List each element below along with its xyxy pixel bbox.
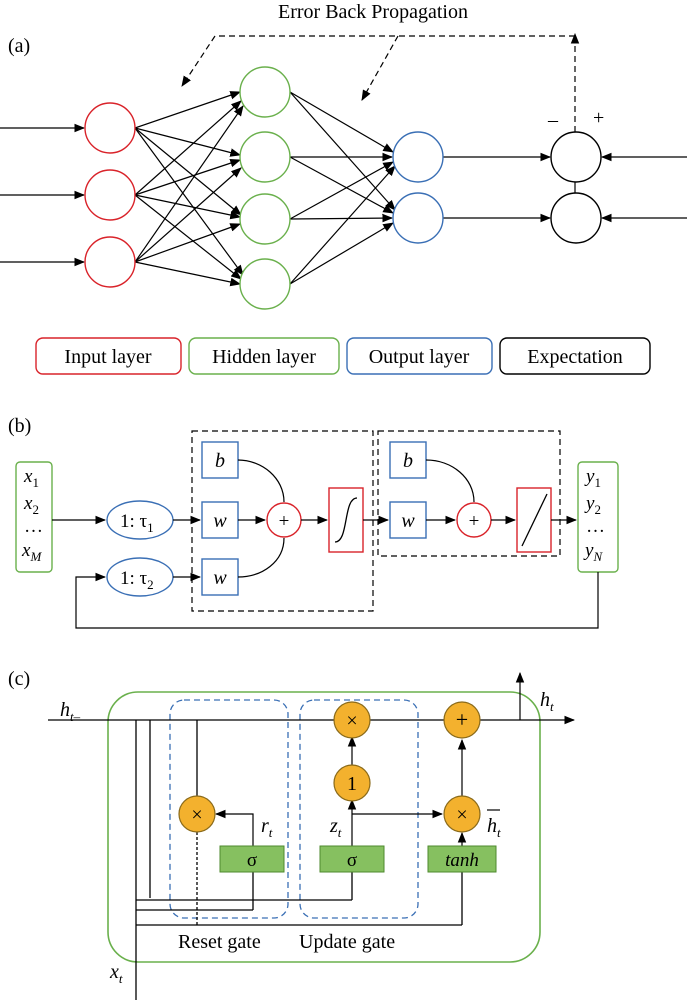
legend-hidden-label: Hidden layer	[212, 346, 316, 368]
legend-output-label: Output layer	[369, 346, 470, 368]
reset-sigma-box	[219, 845, 285, 873]
output-y1: y1	[584, 466, 601, 490]
x-t-label: xt	[109, 961, 123, 986]
h-t-label: ht	[540, 689, 554, 714]
update-multiply-label: ×	[346, 710, 357, 732]
hidden-bias-label: b	[215, 450, 225, 472]
expectation-node	[550, 192, 602, 244]
h-prev-label: ht–	[60, 699, 81, 724]
output-node	[392, 192, 444, 244]
panel-a-label: (a)	[8, 35, 30, 57]
linear-transfer-icon	[521, 493, 548, 547]
h-tilde-label: ht	[487, 809, 501, 840]
hidden-sum-label: +	[279, 511, 290, 532]
legend-input-label: Input layer	[64, 346, 152, 368]
input-node	[84, 169, 136, 221]
sigmoid-curve-icon	[334, 497, 358, 543]
input-layer-nodes	[84, 102, 136, 288]
legend: Input layer Hidden layer Output layer Ex…	[35, 337, 651, 375]
candidate-multiply-node	[443, 795, 481, 833]
reset-gate-label: Reset gate	[178, 931, 261, 953]
update-gate-box	[299, 699, 419, 919]
hidden-bias-box	[201, 441, 239, 479]
z-t-label: zt	[329, 815, 342, 840]
input-arrows	[0, 123, 86, 267]
panel-a: (a) Error Back Propagation	[0, 1, 687, 375]
panel-b: (b) x1 x2 … xM y1 y2 … yN 1: τ1 1: τ2 b …	[8, 415, 619, 629]
output-sum-label: +	[469, 511, 480, 532]
output-weight-box	[389, 501, 427, 539]
minus-sign: –	[547, 109, 559, 131]
panel-b-label: (b)	[8, 415, 31, 437]
input-vector-box	[15, 461, 53, 573]
update-sigma-label: σ	[347, 850, 357, 871]
feedback-delay-label: 1: τ2	[120, 568, 154, 592]
hidden-node	[239, 131, 291, 183]
output-weight-label: w	[401, 510, 415, 532]
update-multiply-node	[333, 701, 371, 739]
update-sigma-box	[319, 845, 385, 873]
output-bias-label: b	[403, 450, 413, 472]
tanh-label: tanh	[445, 850, 479, 871]
output-node	[392, 131, 444, 183]
one-minus-node	[333, 764, 371, 802]
input-xm: xM	[21, 540, 42, 564]
legend-input-box	[35, 337, 182, 375]
legend-expectation-label: Expectation	[527, 346, 623, 368]
gru-cell-boundary	[107, 691, 541, 963]
candidate-multiply-label: ×	[456, 804, 467, 826]
panel-c-wires	[48, 671, 576, 1000]
input-hidden-connections	[134, 91, 244, 287]
input-delay-label: 1: τ1	[120, 511, 154, 535]
update-gate-label: Update gate	[299, 931, 395, 953]
panel-c-label: (c)	[8, 668, 30, 690]
hidden-output-connections	[289, 91, 396, 285]
hidden-node	[239, 258, 291, 310]
expectation-node	[550, 131, 602, 183]
output-add-label: +	[456, 707, 468, 732]
panel-c: (c) ht– ht xt	[8, 668, 576, 1000]
output-bias-box	[389, 441, 427, 479]
reset-multiply-label: ×	[191, 804, 202, 826]
input-node	[84, 102, 136, 154]
tanh-box	[427, 845, 497, 873]
plus-sign: +	[593, 107, 604, 129]
output-layer-nodes	[392, 131, 444, 244]
reset-multiply-node	[178, 795, 216, 833]
input-x2: x2	[23, 493, 39, 517]
output-add-node	[443, 701, 481, 739]
input-node	[84, 236, 136, 288]
r-t-label: rt	[261, 815, 273, 840]
output-dots: …	[586, 516, 605, 537]
panel-b-connections	[52, 459, 599, 629]
legend-hidden-box	[188, 337, 340, 375]
reset-gate-box	[169, 699, 289, 919]
hidden-weight-label: w	[213, 510, 227, 532]
legend-output-box	[346, 337, 493, 375]
output-y2: y2	[584, 493, 601, 517]
feedback-weight-label: w	[213, 567, 227, 589]
output-expectation-connections	[443, 152, 687, 223]
svg-text:ht: ht	[487, 815, 501, 840]
backprop-dashed-arrows	[181, 32, 580, 152]
input-dots: …	[24, 516, 43, 537]
output-yn: yN	[583, 540, 603, 564]
one-minus-label: 1	[347, 773, 357, 795]
hidden-weight-box	[201, 501, 239, 539]
hidden-node	[239, 66, 291, 118]
hidden-layer-nodes	[239, 66, 291, 310]
reset-sigma-label: σ	[247, 850, 257, 871]
hidden-node	[239, 193, 291, 245]
error-back-propagation-title: Error Back Propagation	[278, 1, 468, 23]
input-x1: x1	[23, 466, 39, 490]
expectation-nodes	[550, 131, 602, 244]
legend-expectation-box	[499, 337, 651, 375]
output-layer-dashed-box	[377, 430, 561, 557]
